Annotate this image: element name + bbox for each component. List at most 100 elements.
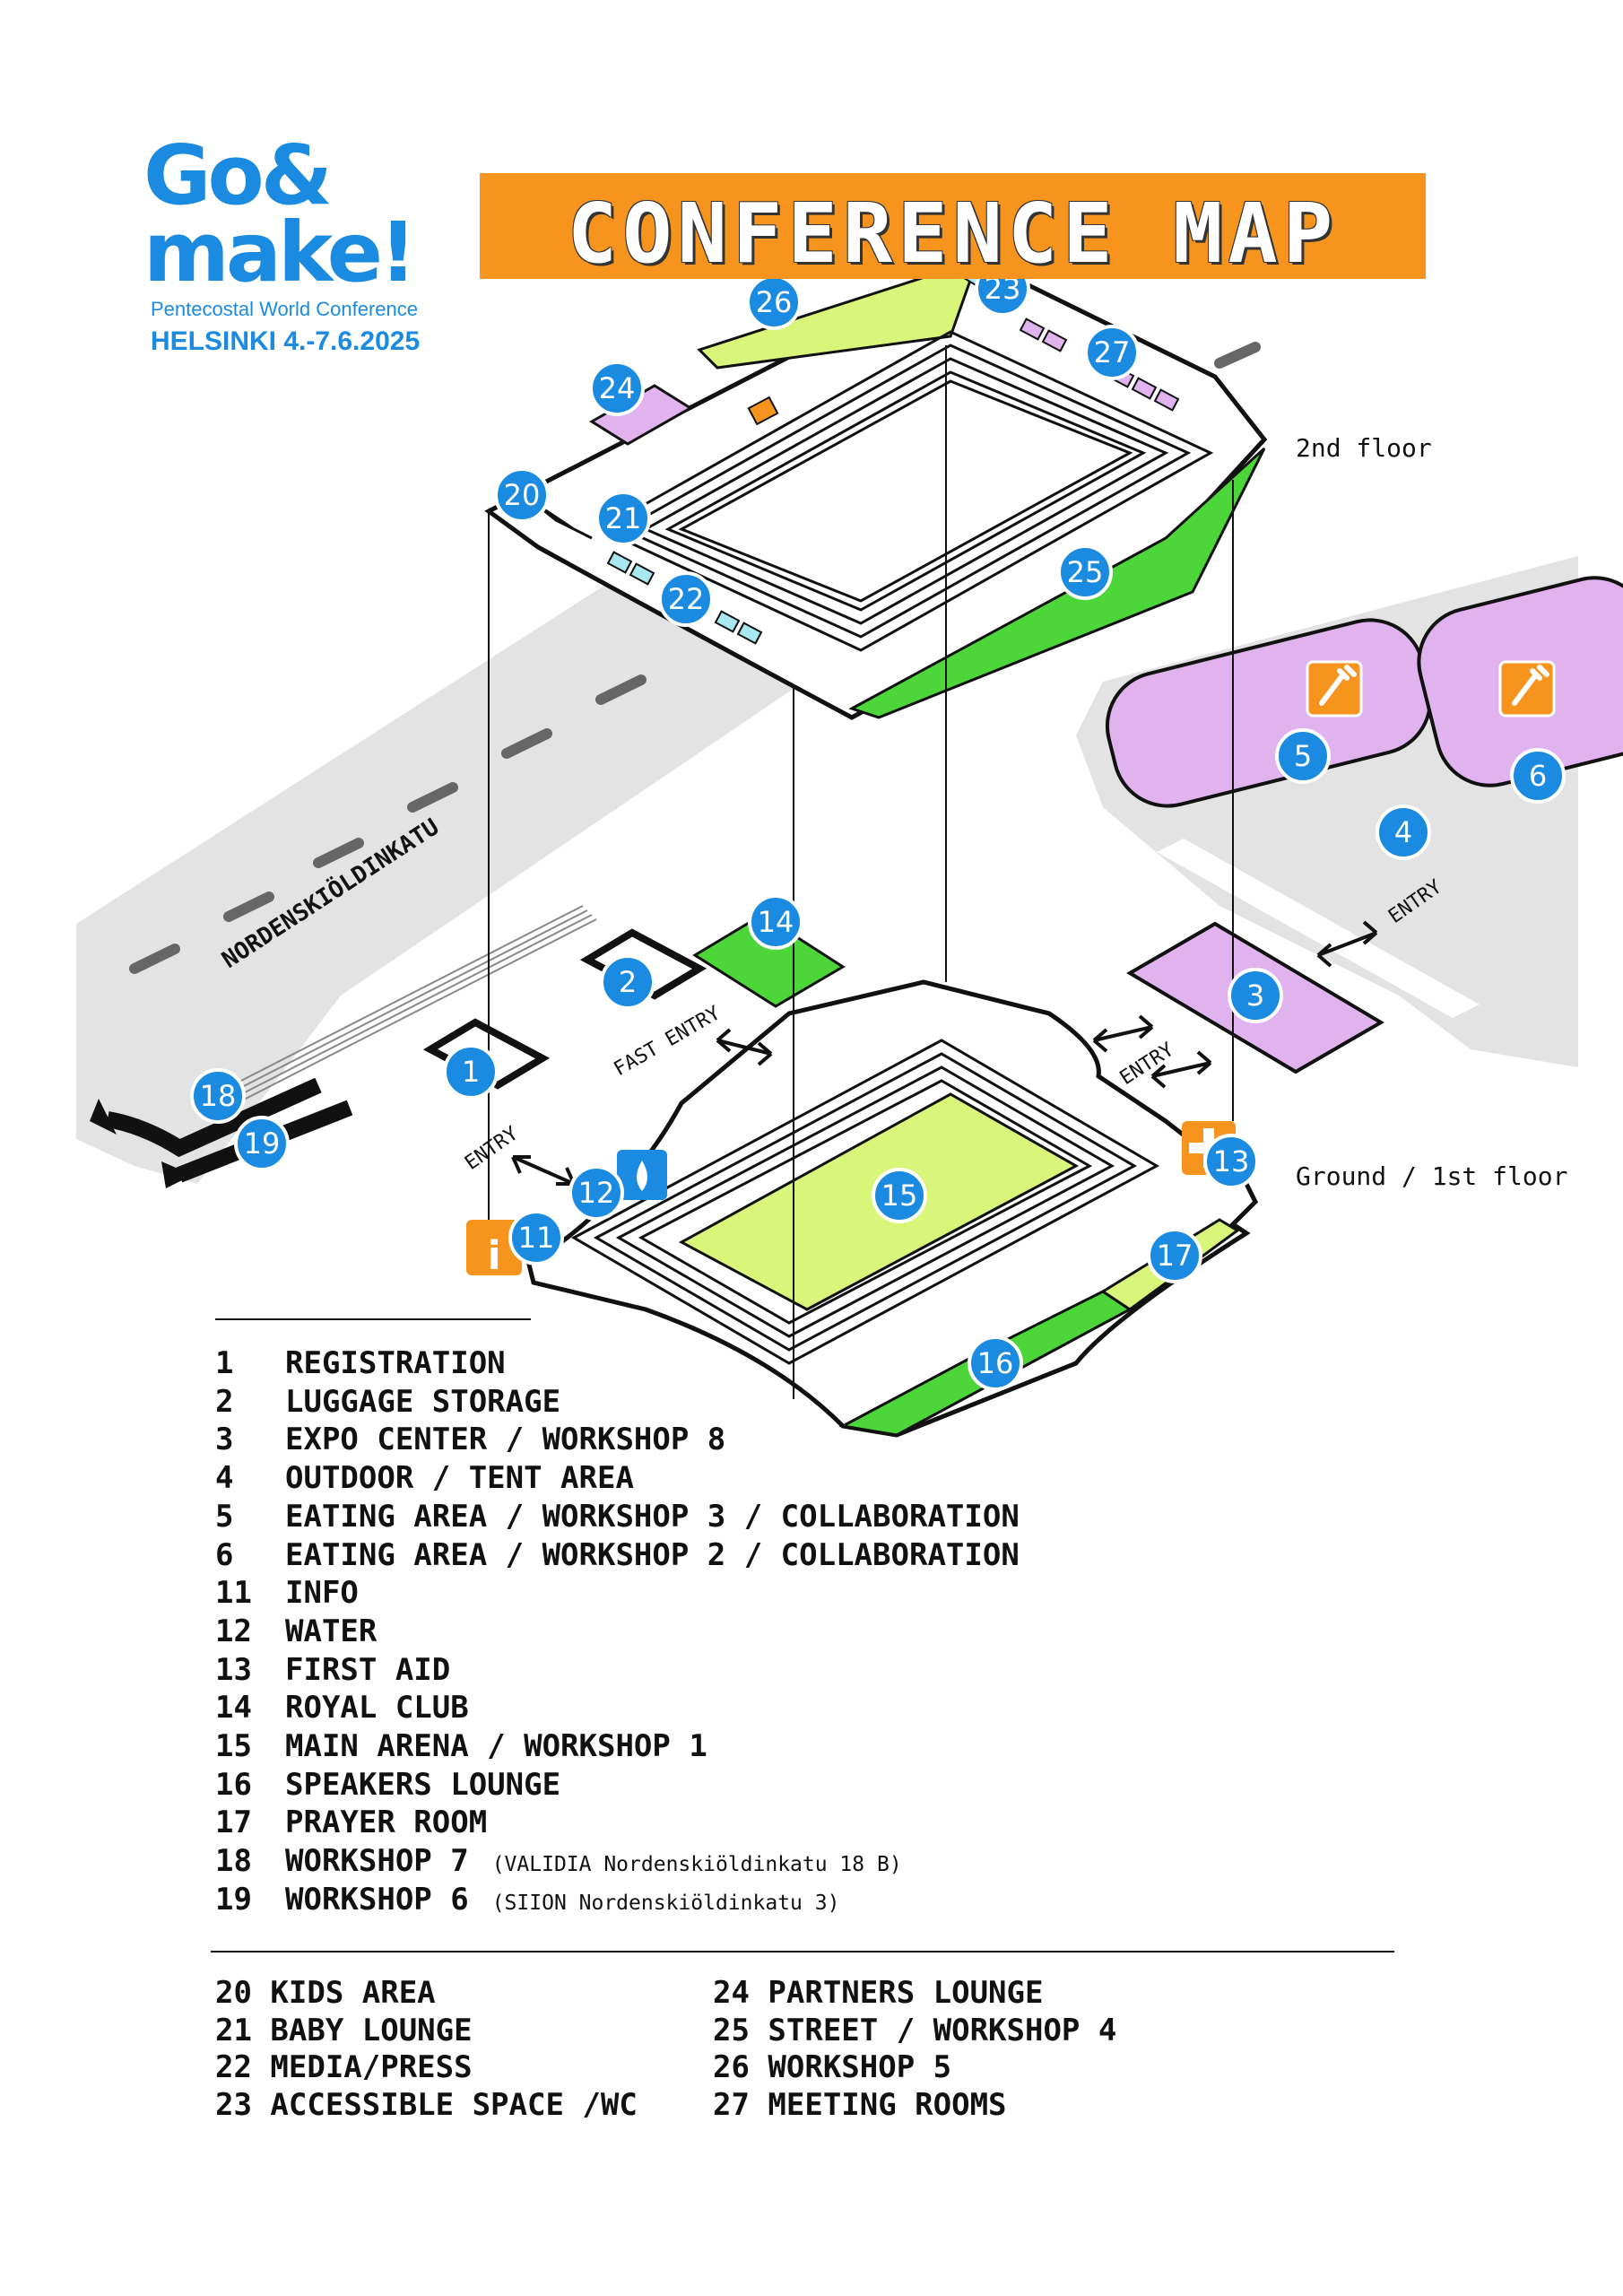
legend-upper-row: 21 BABY LOUNGE xyxy=(215,2012,473,2048)
marker-number: 17 xyxy=(1157,1239,1193,1273)
marker-22: 22 xyxy=(658,571,714,627)
marker-number: 20 xyxy=(504,478,541,512)
legend-note: (SIION Nordenskiöldinkatu 3) xyxy=(491,1891,840,1915)
marker-number: 19 xyxy=(244,1126,281,1161)
legend-label: ROYAL CLUB xyxy=(285,1690,469,1726)
page-title-banner: CONFERENCE MAP xyxy=(480,173,1426,282)
logo-word-go: Go& xyxy=(143,127,333,223)
main-arena-track xyxy=(570,1039,1160,1365)
legend-upper-row: 22 MEDIA/PRESS xyxy=(215,2049,473,2085)
legend-divider-top xyxy=(215,1318,531,1320)
marker-number: 1 xyxy=(462,1055,480,1089)
marker-number: 13 xyxy=(1213,1144,1250,1178)
marker-circle xyxy=(968,1335,1023,1391)
legend-note: (VALIDIA Nordenskiöldinkatu 18 B) xyxy=(491,1853,902,1877)
legend-label: WORKSHOP 6 (SIION Nordenskiöldinkatu 3) xyxy=(285,1882,839,1918)
marker-circle xyxy=(589,361,645,416)
legend-number: 2 xyxy=(215,1383,234,1420)
legend-label: FIRST AID xyxy=(285,1652,450,1688)
legend-label-text: LUGGAGE STORAGE xyxy=(285,1383,561,1420)
legend-upper-row: 25 STREET / WORKSHOP 4 xyxy=(713,2012,1117,2048)
legend-label: REGISTRATION xyxy=(285,1345,506,1381)
marker-circle xyxy=(1510,748,1566,804)
marker-number: 3 xyxy=(1246,978,1264,1013)
marker-3: 3 xyxy=(1228,968,1283,1023)
marker-21: 21 xyxy=(595,491,651,546)
workshop-route-lines xyxy=(196,905,597,1118)
legend-upper-row: 27 MEETING ROOMS xyxy=(713,2086,1007,2123)
area-14-royal-club xyxy=(692,913,846,1008)
legend-label-text: OUTDOOR / TENT AREA xyxy=(285,1460,634,1497)
marker-circle xyxy=(1228,968,1283,1023)
entry-label-east: ENTRY xyxy=(1116,1039,1178,1090)
marker-25: 25 xyxy=(1057,544,1113,600)
marker-circle xyxy=(748,894,803,950)
go-and-make-logo: Go& make! Pentecostal World Conference H… xyxy=(143,135,439,368)
fork-icon xyxy=(1498,660,1556,718)
marker-number: 14 xyxy=(758,905,794,939)
info-icon: i xyxy=(466,1220,522,1279)
marker-circle xyxy=(443,1044,499,1100)
marker-number: 21 xyxy=(605,501,642,535)
marker-27: 27 xyxy=(1084,325,1140,380)
legend-label: WORKSHOP 7 (VALIDIA Nordenskiöldinkatu 18… xyxy=(285,1843,902,1879)
marker-circle xyxy=(234,1116,290,1171)
legend-number: 18 xyxy=(215,1843,252,1880)
legend-upper-row: 26 WORKSHOP 5 xyxy=(713,2049,952,2085)
marker-13: 13 xyxy=(1203,1134,1259,1189)
white-path xyxy=(1157,839,1480,1018)
legend-label: EATING AREA / WORKSHOP 2 / COLLABORATION xyxy=(285,1537,1020,1573)
marker-circle xyxy=(1084,325,1140,380)
marker-16: 16 xyxy=(968,1335,1023,1391)
legend-label: LUGGAGE STORAGE xyxy=(285,1384,560,1420)
marker-15: 15 xyxy=(872,1168,927,1223)
legend-number: 4 xyxy=(215,1460,234,1497)
fast-entry-label: FAST ENTRY xyxy=(611,1002,725,1081)
legend-number: 3 xyxy=(215,1422,234,1458)
marker-12: 12 xyxy=(568,1165,624,1221)
marker-number: 25 xyxy=(1067,555,1104,589)
marker-number: 6 xyxy=(1529,759,1547,793)
marker-1: 1 xyxy=(443,1044,499,1100)
legend-label: EATING AREA / WORKSHOP 3 / COLLABORATION xyxy=(285,1499,1020,1535)
legend-label-text: INFO xyxy=(285,1575,359,1612)
marker-26: 26 xyxy=(746,274,802,330)
marker-number: 16 xyxy=(977,1346,1014,1380)
legend-label: EXPO CENTER / WORKSHOP 8 xyxy=(285,1422,725,1457)
marker-11: 11 xyxy=(508,1210,564,1265)
marker-circle xyxy=(600,954,655,1010)
legend-label-text: WORKSHOP 6 xyxy=(285,1881,469,1918)
marker-circle xyxy=(494,467,550,523)
legend-number: 15 xyxy=(215,1728,252,1764)
marker-circle xyxy=(1147,1228,1202,1283)
legend-number: 13 xyxy=(215,1651,252,1688)
fork-icon xyxy=(1306,660,1363,718)
legend-label-text: WORKSHOP 7 xyxy=(285,1843,469,1880)
legend-number: 14 xyxy=(215,1690,252,1726)
marker-circle xyxy=(190,1068,246,1124)
legend-label-text: ROYAL CLUB xyxy=(285,1690,469,1726)
marker-number: 27 xyxy=(1094,335,1131,370)
legend-upper-row: 20 KIDS AREA xyxy=(215,1975,436,2011)
floor-connector-lines xyxy=(488,345,1234,1399)
legend-upper-row: 24 PARTNERS LOUNGE xyxy=(713,1975,1044,2011)
legend-number: 6 xyxy=(215,1536,234,1573)
legend-label-text: FIRST AID xyxy=(285,1651,451,1688)
area-22-media-press xyxy=(606,551,763,645)
double-arrow-icon xyxy=(511,920,1378,1186)
marker-circle xyxy=(1057,544,1113,600)
upper-arena-track xyxy=(597,330,1214,652)
legend-label-text: EATING AREA / WORKSHOP 3 / COLLABORATION xyxy=(285,1498,1020,1535)
marker-18: 18 xyxy=(190,1068,246,1124)
logo-subtitle: Pentecostal World Conference xyxy=(151,298,418,320)
upper-arena-void xyxy=(678,379,1133,603)
legend-label: INFO xyxy=(285,1575,359,1611)
legend-label-text: REGISTRATION xyxy=(285,1345,506,1381)
legend-number: 5 xyxy=(215,1498,234,1535)
page-title: CONFERENCE MAP xyxy=(567,186,1339,282)
marker-5: 5 xyxy=(1275,728,1331,784)
logo-date: HELSINKI 4.-7.6.2025 xyxy=(151,326,421,356)
marker-number: 11 xyxy=(518,1221,555,1255)
